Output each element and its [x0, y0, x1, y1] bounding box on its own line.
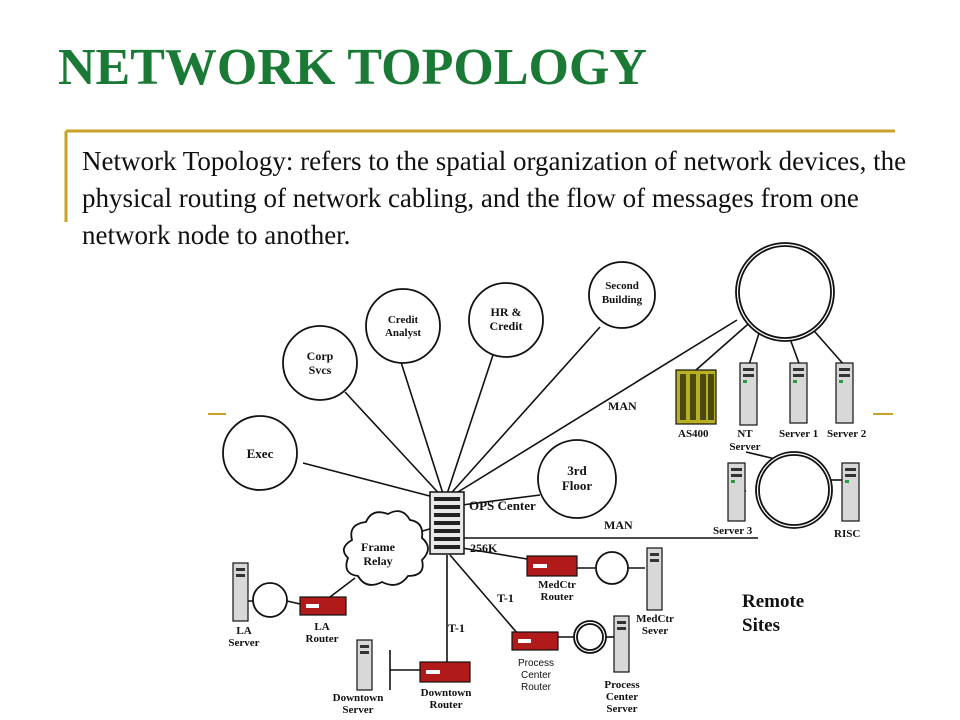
- nt-server-icon: [739, 362, 758, 426]
- risc-server-icon: [841, 462, 860, 522]
- label-medctr-server-1: MedCtr: [636, 613, 674, 625]
- label-t1-b: T-1: [448, 621, 465, 635]
- server1-icon: [789, 362, 808, 424]
- label-downtown-server-2: Server: [342, 704, 373, 716]
- label-nt-server: Server: [729, 441, 760, 453]
- label-process-router-3: Router: [521, 682, 552, 693]
- node-corp-svcs: [282, 325, 358, 401]
- medctr-server-icon: [646, 547, 663, 611]
- label-t1-a: T-1: [497, 591, 514, 605]
- slide-body-text: Network Topology: refers to the spatial …: [82, 146, 907, 250]
- man-ring-mid-inner: [758, 454, 830, 526]
- label-svcs: Svcs: [309, 363, 332, 377]
- label-building: Building: [602, 294, 643, 306]
- label-downtown-router-1: Downtown: [421, 687, 472, 699]
- label-la-server-2: Server: [228, 637, 259, 649]
- label-medctr-router-2: Router: [541, 591, 574, 603]
- label-process-server-3: Server: [606, 703, 637, 715]
- label-exec: Exec: [247, 446, 274, 461]
- ring-la: [252, 582, 288, 618]
- label-frame: Frame: [361, 540, 396, 554]
- downtown-router-icon: [419, 661, 471, 683]
- la-server-icon: [232, 562, 249, 622]
- label-process-router-2: Center: [521, 670, 552, 681]
- node-hr-credit: [468, 282, 544, 358]
- label-la-router-2: Router: [306, 633, 339, 645]
- process-router-icon: [511, 631, 559, 651]
- node-credit-analyst: [365, 288, 441, 364]
- node-third-floor: [537, 439, 617, 519]
- label-second: Second: [605, 280, 639, 292]
- connection-lines: [234, 306, 846, 690]
- server3-icon: [727, 462, 746, 522]
- label-la-router-1: LA: [314, 621, 329, 633]
- label-corp: Corp: [307, 349, 334, 363]
- process-server-icon: [613, 615, 630, 673]
- label-sites: Sites: [742, 615, 780, 636]
- label-process-router-1: Process: [518, 658, 554, 669]
- label-floor: Floor: [562, 478, 593, 493]
- label-credit: Credit: [388, 314, 419, 326]
- label-256k: 256K: [470, 541, 498, 555]
- as400-icon: [675, 369, 717, 425]
- server2-icon: [835, 362, 854, 424]
- label-ops-center: OPS Center: [469, 498, 536, 513]
- label-relay: Relay: [363, 554, 392, 568]
- label-man-mid: MAN: [604, 518, 633, 532]
- label-analyst: Analyst: [385, 327, 421, 339]
- label-process-server-1: Process: [604, 679, 640, 691]
- la-router-icon: [299, 596, 347, 616]
- label-downtown-server-1: Downtown: [333, 692, 384, 704]
- label-man-top: MAN: [608, 399, 637, 413]
- ring-process-inner: [576, 623, 604, 651]
- label-la-server-1: LA: [236, 625, 251, 637]
- label-3rd: 3rd: [567, 463, 587, 478]
- medctr-router-icon: [526, 555, 578, 577]
- label-nt: NT: [737, 428, 753, 440]
- label-server1: Server 1: [779, 428, 818, 440]
- label-hr: HR &: [491, 305, 522, 319]
- label-remote: Remote: [742, 591, 804, 612]
- label-process-server-2: Center: [606, 691, 638, 703]
- man-ring-top-inner: [738, 245, 832, 339]
- label-as400: AS400: [678, 428, 709, 440]
- label-medctr-router-1: MedCtr: [538, 579, 576, 591]
- label-risc: RISC: [834, 528, 860, 540]
- label-medctr-server-2: Sever: [642, 625, 668, 637]
- node-exec: [222, 415, 298, 491]
- label-server2: Server 2: [827, 428, 867, 440]
- label-server3: Server 3: [713, 525, 753, 537]
- ops-center-hub-icon: [429, 491, 465, 555]
- ring-medctr: [595, 551, 629, 585]
- frame-relay-cloud-icon: [342, 510, 429, 586]
- node-second-building: [588, 261, 656, 329]
- slide-title: NETWORK TOPOLOGY: [58, 39, 647, 96]
- label-downtown-router-2: Router: [430, 699, 463, 711]
- label-hr-credit: Credit: [489, 319, 522, 333]
